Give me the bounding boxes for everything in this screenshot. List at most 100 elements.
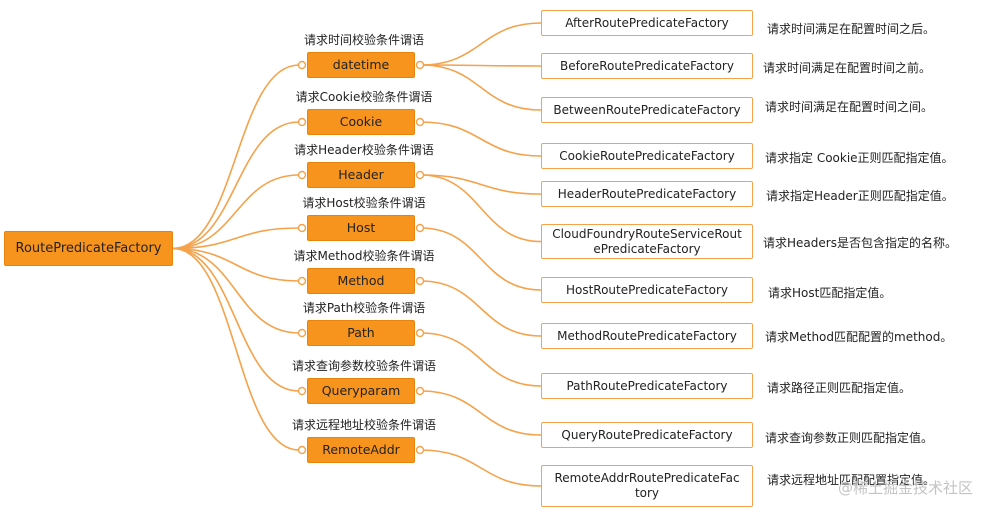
category-caption-host: 请求Host校验条件谓语 <box>302 196 426 210</box>
root-node: RoutePredicateFactory <box>4 231 173 266</box>
factory-description: 请求指定Header正则匹配指定值。 <box>766 189 954 203</box>
category-to-factory-line <box>420 449 542 487</box>
factory-name-line: ePredicateFactory <box>593 241 701 256</box>
factory-name-line: tory <box>634 486 660 500</box>
factory-name-line: AfterRoutePredicateFactory <box>565 15 729 30</box>
connector-dot <box>297 328 307 338</box>
category-node-queryparam: Queryparam <box>307 378 415 404</box>
factory-node: QueryRoutePredicateFactory <box>541 422 753 448</box>
factory-node: HostRoutePredicateFactory <box>541 277 753 303</box>
factory-name-line: CloudFoundryRouteServiceRout <box>552 226 742 241</box>
connector-dot <box>297 117 307 127</box>
connector-dot <box>297 60 307 70</box>
connector-dot <box>415 328 425 338</box>
connector-dot <box>415 170 425 180</box>
category-caption-datetime: 请求时间校验条件谓语 <box>303 33 425 47</box>
connector-dot <box>415 276 425 286</box>
connector-dot <box>297 276 307 286</box>
connector-dot <box>415 386 425 396</box>
root-to-category-line <box>172 247 300 392</box>
category-node-remoteaddr: RemoteAddr <box>307 437 415 463</box>
factory-node: CookieRoutePredicateFactory <box>541 143 753 169</box>
factory-node: HeaderRoutePredicateFactory <box>541 181 753 207</box>
factory-name: PathRoutePredicateFactory <box>566 379 727 394</box>
factory-description: 请求Method匹配配置的method。 <box>765 330 953 344</box>
connector-dot <box>297 445 307 455</box>
factory-description: 请求指定 Cookie正则匹配指定值。 <box>765 151 954 165</box>
factory-name-line: QueryRoutePredicateFactory <box>561 427 733 442</box>
root-to-category-line <box>172 227 300 250</box>
category-caption-cookie: 请求Cookie校验条件谓语 <box>295 90 433 104</box>
factory-name: HeaderRoutePredicateFactory <box>558 187 736 202</box>
factory-name: HostRoutePredicateFactory <box>566 283 728 298</box>
factory-name-line: CookieRoutePredicateFactory <box>559 148 735 163</box>
root-to-category-line <box>172 247 300 282</box>
category-node-datetime: datetime <box>307 52 415 78</box>
factory-name-line: HeaderRoutePredicateFactory <box>557 186 737 201</box>
category-node-path: Path <box>307 320 415 346</box>
factory-name: MethodRoutePredicateFactory <box>557 329 737 344</box>
factory-name: BeforeRoutePredicateFactory <box>560 59 734 74</box>
connector-dot <box>297 386 307 396</box>
category-to-factory-line <box>420 22 542 66</box>
category-caption-remoteaddr: 请求远程地址校验条件谓语 <box>291 418 437 432</box>
factory-name-line: PathRoutePredicateFactory <box>566 378 728 393</box>
category-to-factory-line <box>420 174 542 243</box>
root-to-category-line <box>172 174 300 250</box>
factory-description: 请求时间满足在配置时间之前。 <box>763 61 932 75</box>
category-to-factory-line <box>420 227 542 291</box>
category-to-factory-line <box>420 280 542 337</box>
factory-name: QueryRoutePredicateFactory <box>561 428 732 443</box>
factory-node: MethodRoutePredicateFactory <box>541 323 753 349</box>
category-to-factory-line <box>420 64 542 67</box>
factory-description: 请求Host匹配指定值。 <box>768 286 892 300</box>
factory-name-line: RemoteAddrRoutePredicateFac <box>554 471 740 485</box>
factory-name: BetweenRoutePredicateFactory <box>553 103 740 118</box>
factory-node: AfterRoutePredicateFactory <box>541 10 753 36</box>
watermark: @稀土掘金技术社区 <box>837 479 973 497</box>
factory-node: PathRoutePredicateFactory <box>541 373 753 399</box>
category-to-factory-line <box>420 174 542 195</box>
connector-dot <box>297 223 307 233</box>
factory-name-line: MethodRoutePredicateFactory <box>557 328 737 343</box>
category-to-factory-line <box>420 332 542 387</box>
connector-dot <box>415 60 425 70</box>
factory-name: AfterRoutePredicateFactory <box>565 16 729 31</box>
category-caption-header: 请求Header校验条件谓语 <box>294 143 434 157</box>
category-caption-queryparam: 请求查询参数校验条件谓语 <box>291 359 437 373</box>
root-to-category-line <box>172 121 300 250</box>
category-node-header: Header <box>307 162 415 188</box>
factory-description: 请求查询参数正则匹配指定值。 <box>765 431 934 445</box>
connector-dot <box>415 223 425 233</box>
category-node-host: Host <box>307 215 415 241</box>
factory-name-line: BeforeRoutePredicateFactory <box>560 58 734 73</box>
factory-description: 请求路径正则匹配指定值。 <box>767 381 912 395</box>
category-caption-method: 请求Method校验条件谓语 <box>293 249 435 263</box>
factory-name: CookieRoutePredicateFactory <box>559 149 734 164</box>
category-caption-path: 请求Path校验条件谓语 <box>302 301 426 315</box>
connector-dot <box>415 445 425 455</box>
factory-description: 请求时间满足在配置时间之间。 <box>765 100 934 114</box>
factory-name-line: BetweenRoutePredicateFactory <box>553 102 741 117</box>
root-to-category-line <box>172 247 300 334</box>
root-to-category-line <box>172 247 300 451</box>
category-to-factory-line <box>420 390 542 436</box>
category-to-factory-line <box>420 121 542 157</box>
factory-description: 请求Headers是否包含指定的名称。 <box>763 236 957 250</box>
factory-description: 请求远程地址匹配配置指定值。 <box>767 473 936 487</box>
factory-name-line: HostRoutePredicateFactory <box>565 282 729 297</box>
category-node-cookie: Cookie <box>307 109 415 135</box>
connector-dot <box>415 117 425 127</box>
root-to-category-line <box>172 64 300 250</box>
connector-dot <box>297 170 307 180</box>
factory-description: 请求时间满足在配置时间之后。 <box>767 22 936 36</box>
category-to-factory-line <box>420 64 542 111</box>
category-node-method: Method <box>307 268 415 294</box>
factory-node: BetweenRoutePredicateFactory <box>541 97 753 123</box>
factory-node: BeforeRoutePredicateFactory <box>541 53 753 79</box>
